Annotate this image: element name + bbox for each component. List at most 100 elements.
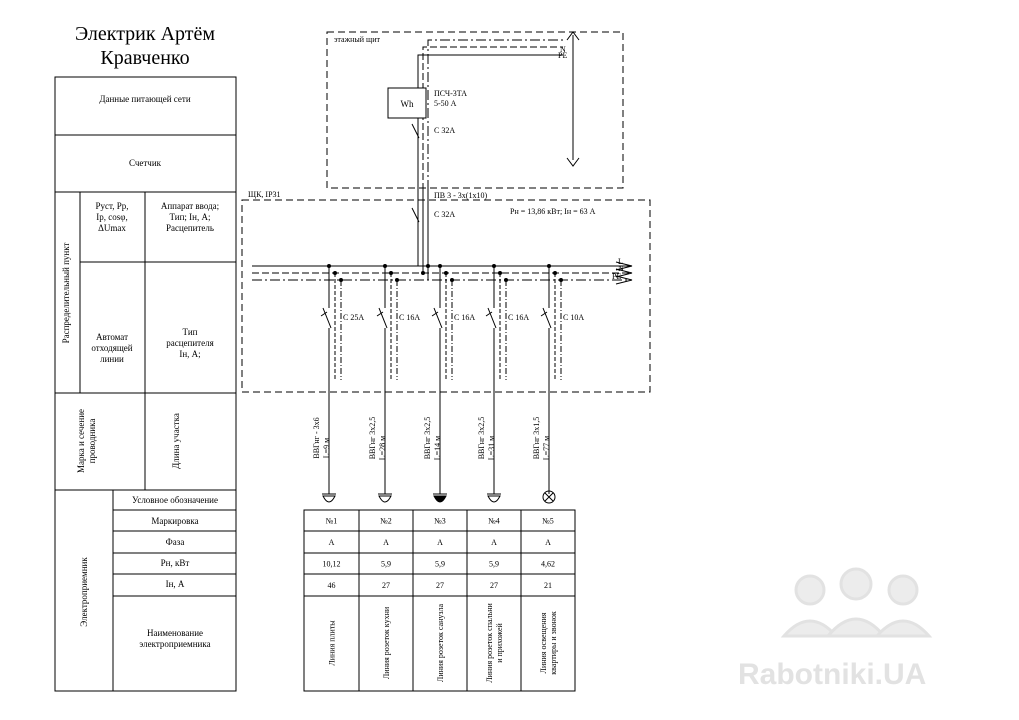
- current-label: Iн, А: [166, 579, 185, 589]
- breaker-icon: [431, 307, 443, 329]
- receiver-name-line2: электроприемника: [139, 639, 210, 649]
- legend-texts: Данные питающей сети Счетчик Распределит…: [61, 94, 219, 649]
- length-label: L=28 м: [378, 436, 387, 460]
- circuit-table-border: [303, 509, 576, 692]
- riser-arrow-icon: [566, 157, 580, 167]
- wire-mark-line2: проводника: [87, 419, 97, 464]
- energy-meter: [387, 87, 427, 119]
- lamp-icon: [542, 490, 556, 504]
- marking-cell: №5: [542, 517, 554, 526]
- watermark-text: Rabotniki.UA: [738, 658, 926, 691]
- main-breaker-icon: [411, 123, 420, 139]
- meter-range: 5-50 А: [434, 99, 457, 108]
- cable-label: ВВГнг 3х2,5: [368, 417, 377, 460]
- pe-node-dot: [559, 278, 563, 282]
- input-device-line1: Аппарат ввода;: [161, 201, 219, 211]
- l-node-dot: [383, 264, 387, 268]
- input-feed-lines: [417, 190, 429, 280]
- feed-cable-label: ПВ 3 - 3х(1х10): [434, 191, 487, 200]
- marking-label: Маркировка: [151, 516, 198, 526]
- breaker-label: С 16А: [508, 313, 529, 322]
- watermark: Rabotniki.UA: [738, 567, 933, 691]
- breaker-icon: [540, 307, 552, 329]
- breaker-label: С 10А: [563, 313, 584, 322]
- author-line2: Кравченко: [100, 47, 189, 69]
- breaker-icon: [485, 307, 497, 329]
- receiver-label: Электроприемник: [79, 557, 89, 627]
- floor-panel: этажный щит N PE Wh ПСЧ-3ТА 5-50 А С 32А: [326, 31, 624, 190]
- symbol-label: Условное обозначение: [132, 495, 218, 505]
- socket-icon: [433, 495, 447, 503]
- receiver-name-cell: Линия розеток кухни: [382, 606, 391, 679]
- input-device-line3: Расцепитель: [166, 223, 214, 233]
- receiver-name-cell: Линия розеток спальни: [485, 602, 494, 682]
- power-cell: 5,9: [489, 560, 499, 569]
- apartment-panel-border: [241, 199, 651, 393]
- socket-icon: [487, 495, 501, 503]
- receiver-name-cell: квартиры и звонок: [549, 611, 558, 675]
- n-node-dot: [389, 271, 393, 275]
- power-cell: 10,12: [323, 560, 341, 569]
- marking-cell: №4: [488, 517, 500, 526]
- pe-node-dot: [395, 278, 399, 282]
- marking-cell: №3: [434, 517, 446, 526]
- bus-l-label: L: [618, 257, 623, 266]
- release-type-line2: расцепителя: [166, 338, 214, 348]
- cable-label: ВВГнг 3х1,5: [532, 417, 541, 460]
- power-label: Рн, кВт: [161, 558, 190, 568]
- l-node-dot: [492, 264, 496, 268]
- bus-arrows-icon: [615, 261, 633, 285]
- n-node-dot: [333, 271, 337, 275]
- outgoing-line3: линии: [100, 354, 124, 364]
- breaker-icon: [320, 307, 332, 329]
- section-length-label: Длина участка: [171, 413, 181, 469]
- n-node-dot: [498, 271, 502, 275]
- n-node-dot: [553, 271, 557, 275]
- length-label: L=31 м: [487, 436, 496, 460]
- pe-feed-line: [427, 39, 563, 190]
- receiver-name-line1: Наименование: [147, 628, 203, 638]
- receiver-name-cell: Линия плиты: [328, 620, 337, 666]
- current-cell: 27: [436, 581, 444, 590]
- socket-icon: [322, 495, 336, 503]
- floor-panel-border: [326, 31, 624, 189]
- meter-symbol: Wh: [401, 99, 414, 109]
- input-breaker-label: С 32А: [434, 210, 455, 219]
- cable-label: ВВГнг 3х2,5: [423, 417, 432, 460]
- params-line1: Руст, Рр,: [95, 201, 128, 211]
- power-cell: 5,9: [381, 560, 391, 569]
- phase-label: Фаза: [166, 537, 185, 547]
- bus-n-label: N: [618, 264, 624, 273]
- cable-label: ВВГнг 3х2,5: [477, 417, 486, 460]
- apartment-panel: ЩК, IP31 ПВ 3 - 3х(1х10) С 32А Рн = 13,8…: [241, 190, 651, 393]
- floor-n-label: N: [560, 45, 566, 54]
- length-label: L=9 м: [322, 438, 331, 458]
- receiver-name-cell: Линия розеток санузла: [436, 603, 445, 682]
- wire-mark-line1: Марка и сечение: [76, 409, 86, 473]
- legend-table: [54, 76, 237, 692]
- breaker-label: С 25А: [343, 313, 364, 322]
- breaker-icon: [376, 307, 388, 329]
- phase-cell: А: [329, 538, 335, 547]
- marking-cell: №1: [326, 517, 338, 526]
- params-line2: Iр, cosφ,: [96, 212, 127, 222]
- receiver-name-cell: и прихожей: [495, 622, 504, 662]
- lamp-cross-icon: [544, 492, 554, 502]
- floor-pe-label: PE: [558, 51, 567, 60]
- length-label: L=14 м: [433, 436, 442, 460]
- workers-logo-icon: [780, 567, 933, 638]
- release-type-line1: Тип: [183, 327, 198, 337]
- main-breaker-label: С 32А: [434, 126, 455, 135]
- cable-label: ВВГнг - 3х6: [312, 417, 321, 458]
- floor-panel-label: этажный щит: [334, 35, 380, 44]
- current-cell: 27: [490, 581, 498, 590]
- phase-feed-line: [417, 54, 563, 190]
- l-node-dot: [547, 264, 551, 268]
- current-cell: 21: [544, 581, 552, 590]
- pe-node-dot: [504, 278, 508, 282]
- power-cell: 5,9: [435, 560, 445, 569]
- power-cell: 4,62: [541, 560, 555, 569]
